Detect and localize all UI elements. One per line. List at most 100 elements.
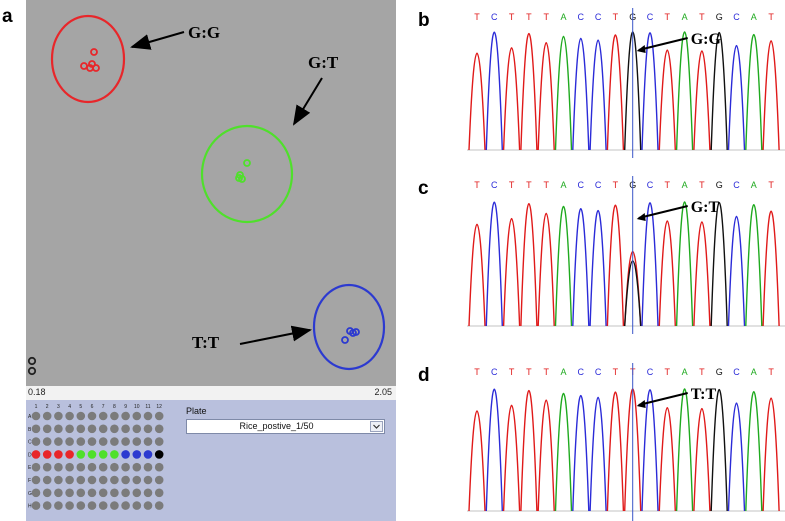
plate-well[interactable] xyxy=(54,488,63,498)
plate-well[interactable] xyxy=(87,424,97,434)
point[interactable] xyxy=(27,366,37,376)
plate-well[interactable] xyxy=(31,437,41,446)
point[interactable] xyxy=(88,60,96,68)
plate-well[interactable] xyxy=(65,411,74,421)
plate-well[interactable] xyxy=(143,411,153,421)
plate-well[interactable] xyxy=(110,411,119,421)
plate-well[interactable] xyxy=(121,437,130,446)
plate-well[interactable] xyxy=(31,475,41,485)
plate-well[interactable] xyxy=(65,462,74,472)
plate-well[interactable] xyxy=(87,501,97,510)
plate-well[interactable] xyxy=(132,424,142,434)
plate-well[interactable] xyxy=(154,437,164,446)
point[interactable] xyxy=(27,356,37,366)
plate-well[interactable] xyxy=(87,437,97,446)
plate-well[interactable] xyxy=(54,501,63,510)
plate-well[interactable] xyxy=(31,424,41,434)
plate-well[interactable] xyxy=(98,475,108,485)
point[interactable] xyxy=(80,62,88,70)
plate-well[interactable] xyxy=(143,475,153,485)
plate-well[interactable] xyxy=(110,462,119,472)
plate-well[interactable] xyxy=(132,462,142,472)
plate-well[interactable] xyxy=(54,475,63,485)
plate-well[interactable] xyxy=(154,475,164,485)
plate-well[interactable] xyxy=(154,488,164,498)
plate-well[interactable] xyxy=(98,411,108,421)
plate-well[interactable] xyxy=(76,437,86,446)
plate-well[interactable] xyxy=(65,475,74,485)
plate-well[interactable] xyxy=(132,488,142,498)
plate-well[interactable] xyxy=(154,450,164,459)
plate-well[interactable] xyxy=(42,450,52,459)
plate-well[interactable] xyxy=(42,437,52,446)
plate-well[interactable] xyxy=(143,450,153,459)
plate-well[interactable] xyxy=(65,424,74,434)
plate-well[interactable] xyxy=(76,475,86,485)
plate-well[interactable] xyxy=(132,475,142,485)
plate-well[interactable] xyxy=(31,411,41,421)
plate-well[interactable] xyxy=(54,462,63,472)
plate-well[interactable] xyxy=(31,462,41,472)
plate-well[interactable] xyxy=(42,411,52,421)
plate-well[interactable] xyxy=(98,450,108,459)
point[interactable] xyxy=(235,174,243,182)
plate-well[interactable] xyxy=(65,450,74,459)
plate-well[interactable] xyxy=(54,424,63,434)
plate-well[interactable] xyxy=(76,462,86,472)
plate-well[interactable] xyxy=(98,501,108,510)
plate-well[interactable] xyxy=(121,462,130,472)
plate-well[interactable] xyxy=(42,475,52,485)
chevron-down-icon[interactable] xyxy=(370,421,383,432)
point[interactable] xyxy=(90,48,98,56)
plate-well[interactable] xyxy=(42,462,52,472)
plate-well[interactable] xyxy=(87,450,97,459)
plate-well[interactable] xyxy=(132,501,142,510)
plate-well[interactable] xyxy=(87,411,97,421)
plate-well[interactable] xyxy=(110,450,119,459)
plate-well[interactable] xyxy=(121,424,130,434)
plate-well[interactable] xyxy=(98,437,108,446)
plate-well[interactable] xyxy=(110,501,119,510)
plate-well[interactable] xyxy=(87,462,97,472)
plate-well[interactable] xyxy=(31,501,41,510)
plate-well[interactable] xyxy=(110,437,119,446)
plate-well[interactable] xyxy=(143,501,153,510)
plate-well[interactable] xyxy=(31,450,41,459)
plate-well[interactable] xyxy=(42,488,52,498)
plate-well[interactable] xyxy=(98,462,108,472)
plate-well[interactable] xyxy=(121,501,130,510)
plate-well[interactable] xyxy=(76,450,86,459)
plate-well[interactable] xyxy=(65,437,74,446)
plate-well[interactable] xyxy=(42,424,52,434)
point[interactable] xyxy=(349,329,357,337)
plate-well[interactable] xyxy=(132,450,142,459)
plate-well[interactable] xyxy=(65,501,74,510)
plate-well[interactable] xyxy=(98,424,108,434)
plate-well[interactable] xyxy=(110,424,119,434)
plate-well[interactable] xyxy=(76,411,86,421)
plate-well[interactable] xyxy=(121,411,130,421)
plate-well[interactable] xyxy=(54,437,63,446)
plate-well[interactable] xyxy=(87,475,97,485)
plate-well[interactable] xyxy=(31,488,41,498)
plate-well[interactable] xyxy=(121,488,130,498)
plate-well[interactable] xyxy=(110,488,119,498)
point[interactable] xyxy=(341,336,349,344)
plate-well[interactable] xyxy=(132,411,142,421)
plate-select[interactable]: Rice_postive_1/50 xyxy=(186,419,385,434)
plate-well[interactable] xyxy=(154,501,164,510)
plate-well[interactable] xyxy=(121,450,130,459)
plate-well[interactable] xyxy=(132,437,142,446)
plate-well[interactable] xyxy=(87,488,97,498)
plate-well[interactable] xyxy=(154,424,164,434)
plate-well[interactable] xyxy=(76,488,86,498)
plate-well[interactable] xyxy=(65,488,74,498)
plate-well[interactable] xyxy=(76,424,86,434)
plate-well[interactable] xyxy=(143,488,153,498)
plate-well[interactable] xyxy=(76,501,86,510)
plate-well[interactable] xyxy=(154,462,164,472)
plate-well[interactable] xyxy=(42,501,52,510)
plate-well[interactable] xyxy=(143,424,153,434)
plate-well[interactable] xyxy=(98,488,108,498)
